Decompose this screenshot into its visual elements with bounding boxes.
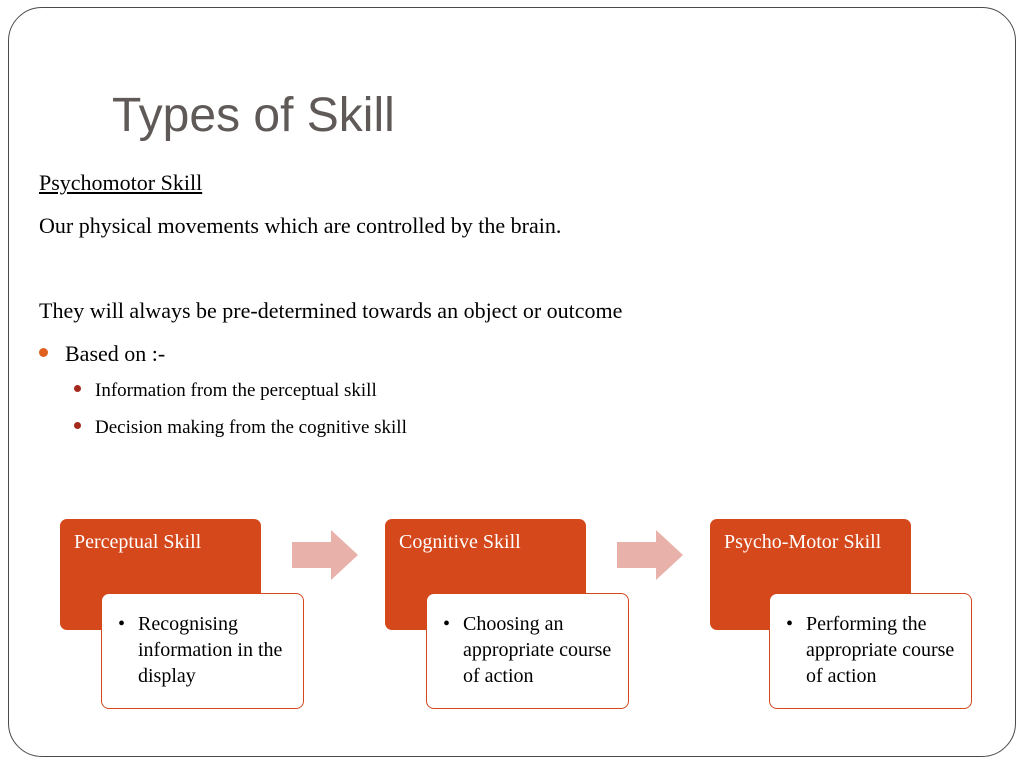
bullet-dot-icon — [74, 385, 81, 393]
step-detail: Recognising information in the display — [138, 613, 283, 687]
subheading: Psychomotor Skill — [39, 170, 203, 195]
step-detail-box: • Recognising information in the display — [101, 593, 304, 709]
bullet-dot-icon — [39, 348, 48, 358]
sub-bullet-item: Information from the perceptual skill — [74, 380, 377, 402]
right-arrow-icon — [617, 530, 683, 580]
sub-bullet-text: Information from the perceptual skill — [95, 380, 377, 401]
sub-bullet-text: Decision making from the cognitive skill — [95, 417, 407, 438]
bullet-item: Based on :- — [39, 341, 165, 367]
step-detail: Choosing an appropriate course of action — [463, 613, 612, 687]
bullet-text: Based on :- — [65, 341, 166, 366]
step-heading: Perceptual Skill — [74, 531, 202, 553]
bullet-icon: • — [118, 613, 126, 635]
paragraph-2: They will always be pre-determined towar… — [39, 298, 623, 323]
slide-title: Types of Skill — [112, 89, 395, 142]
right-arrow-icon — [292, 530, 358, 580]
step-detail-box: • Choosing an appropriate course of actio… — [426, 593, 629, 709]
step-heading: Psycho-Motor Skill — [724, 531, 882, 553]
paragraph-1: Our physical movements which are control… — [39, 213, 562, 238]
step-heading: Cognitive Skill — [399, 531, 521, 553]
sub-bullet-item: Decision making from the cognitive skill — [74, 417, 407, 439]
bullet-dot-icon — [74, 422, 81, 430]
bullet-icon: • — [786, 613, 794, 635]
step-detail: Performing the appropriate course of act… — [806, 613, 955, 687]
bullet-icon: • — [443, 613, 451, 635]
step-detail-box: • Performing the appropriate course of ac… — [769, 593, 972, 709]
